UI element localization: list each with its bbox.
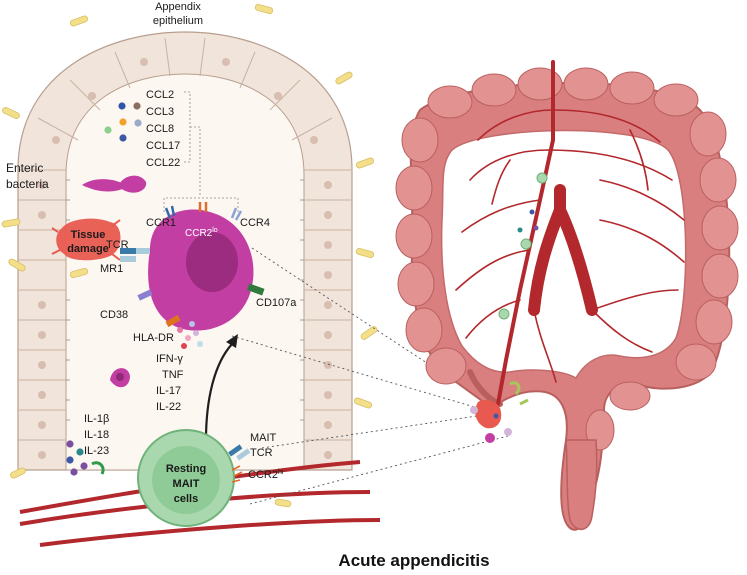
circulating-cells — [498, 172, 548, 320]
chemokine-ccl17: CCL17 — [146, 140, 180, 152]
interleukin-il23: IL-23 — [84, 445, 109, 457]
receptor-hladr — [165, 314, 181, 328]
cytokine-list: IFN-γ TNF IL-17 IL-22 — [156, 353, 184, 413]
hladr-label: HLA-DR — [133, 332, 174, 344]
dendritic-cell — [82, 179, 128, 192]
cytokine-il22: IL-22 — [156, 401, 181, 413]
chemokine-ccl2: CCL2 — [146, 89, 174, 101]
interleukin-list: IL-1β IL-18 IL-23 — [84, 413, 109, 457]
tcr-mr1-complex — [120, 248, 150, 262]
resting-label-line2: MAIT — [173, 478, 200, 490]
chemokine-ccl8: CCL8 — [146, 123, 174, 135]
resting-mait-cell: Resting MAIT cells — [137, 429, 235, 527]
receptor-cd107a — [247, 283, 265, 296]
tissue-damage: Tissue damage — [51, 218, 121, 261]
tcr-label: TCR — [106, 239, 129, 251]
interleukin-il1b: IL-1β — [84, 413, 109, 425]
chemokine-dots — [104, 102, 142, 142]
colon — [395, 67, 739, 531]
receptor-cd38 — [137, 289, 153, 301]
cytokine-dots — [177, 321, 203, 349]
mait-tcr-label-line2: TCR — [250, 447, 273, 459]
ccr2hi-receptors — [231, 465, 243, 483]
ccr2hi-label: CCR2hi — [248, 469, 284, 481]
ccr2lo-label: CCR2lo — [185, 227, 218, 239]
zoom-lines — [231, 247, 509, 505]
cytokine-ifng: IFN-γ — [156, 353, 183, 365]
chemokine-list: CCL2 CCL3 CCL8 CCL17 CCL22 — [146, 89, 180, 169]
bacteria-group — [1, 4, 378, 508]
tissue-damage-label-line1: Tissue — [71, 229, 106, 241]
interleukin-il18: IL-18 — [84, 429, 109, 441]
cd107a-label: CD107a — [256, 297, 297, 309]
chemokine-bracket — [163, 91, 239, 212]
epithelium-label-line1: Appendix — [155, 1, 201, 13]
receptor-ccr4 — [230, 207, 243, 221]
chemokine-ccl22: CCL22 — [146, 157, 180, 169]
bacteria-label-line2: bacteria — [6, 177, 49, 191]
activation-arrowhead — [226, 334, 238, 348]
interleukin-dots — [66, 440, 105, 476]
receptor-ccr2lo — [198, 202, 208, 212]
mait-tcr-receptor — [228, 444, 251, 461]
mait-tcr-label-line1: MAIT — [250, 432, 277, 444]
epithelium-label-line2: epithelium — [153, 15, 203, 27]
ccr1-label: CCR1 — [146, 217, 176, 229]
ccr4-label: CCR4 — [240, 217, 270, 229]
cd38-label: CD38 — [100, 309, 128, 321]
figure-title: Acute appendicitis — [338, 551, 489, 570]
resting-label-line1: Resting — [166, 463, 206, 475]
activation-arrow — [204, 343, 233, 441]
activated-mait-cell — [148, 209, 254, 331]
cytokine-il17: IL-17 — [156, 385, 181, 397]
receptor-ccr1 — [164, 205, 176, 219]
resting-label-line3: cells — [174, 493, 198, 505]
bacteria-label-line1: Enteric — [6, 161, 43, 175]
chemokine-ccl3: CCL3 — [146, 106, 174, 118]
inflamed-appendix — [470, 381, 529, 443]
tissue-damage-label-line2: damage — [67, 243, 109, 255]
cytokine-tnf: TNF — [162, 369, 184, 381]
mr1-label: MR1 — [100, 263, 123, 275]
dendritic-cell-2 — [118, 175, 147, 193]
